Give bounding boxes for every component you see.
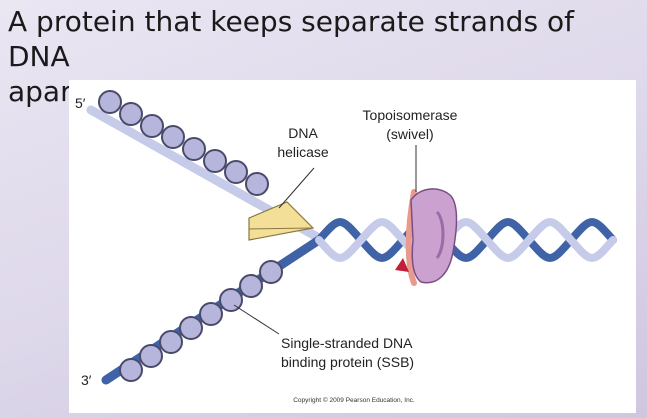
helicase-label-line-2: helicase (277, 144, 329, 160)
ssb-protein (119, 358, 143, 382)
copyright-text: Copyright © 2009 Pearson Education, Inc. (293, 396, 415, 404)
helix-dark-strand (315, 218, 617, 262)
ssb-protein (119, 102, 143, 126)
ssb-protein (245, 172, 269, 196)
helicase-label-line-1: DNA (288, 125, 318, 141)
ssb-proteins-lower (119, 260, 283, 382)
three-prime-label: 3′ (81, 372, 92, 388)
five-prime-label: 5′ (75, 95, 86, 111)
ssb-protein (161, 125, 185, 149)
ssb-protein (182, 137, 206, 161)
helix-light-strand (315, 218, 617, 262)
ssb-label-line-2: binding protein (SSB) (281, 354, 414, 370)
dna-diagram: 5′ 3′ DNA helicase Topoisomerase (swivel… (75, 90, 617, 404)
ssb-proteins-upper (98, 90, 269, 196)
slide-title: A protein that keeps separate strands of… (8, 4, 643, 109)
ssb-protein (224, 160, 248, 184)
topoisomerase-label-line-2: (swivel) (386, 126, 433, 142)
topoisomerase-shape (395, 145, 458, 286)
ssb-protein (239, 274, 263, 298)
ssb-protein (98, 90, 122, 114)
ssb-label-line-1: Single-stranded DNA (281, 335, 413, 351)
slide-title-line-1: A protein that keeps separate strands of… (8, 5, 574, 73)
ssb-protein (259, 260, 283, 284)
dna-replication-figure: 5′ 3′ DNA helicase Topoisomerase (swivel… (69, 80, 636, 413)
ssb-protein (219, 288, 243, 312)
ssb-protein (199, 302, 223, 326)
ssb-protein (140, 114, 164, 138)
topoisomerase-label-line-1: Topoisomerase (363, 107, 458, 123)
ssb-protein (203, 149, 227, 173)
ssb-protein (159, 330, 183, 354)
ssb-protein (139, 344, 163, 368)
helicase-leader-line (278, 167, 315, 209)
dna-helicase-shape (248, 201, 315, 241)
ssb-protein (179, 316, 203, 340)
ssb-leader-line (233, 304, 280, 335)
